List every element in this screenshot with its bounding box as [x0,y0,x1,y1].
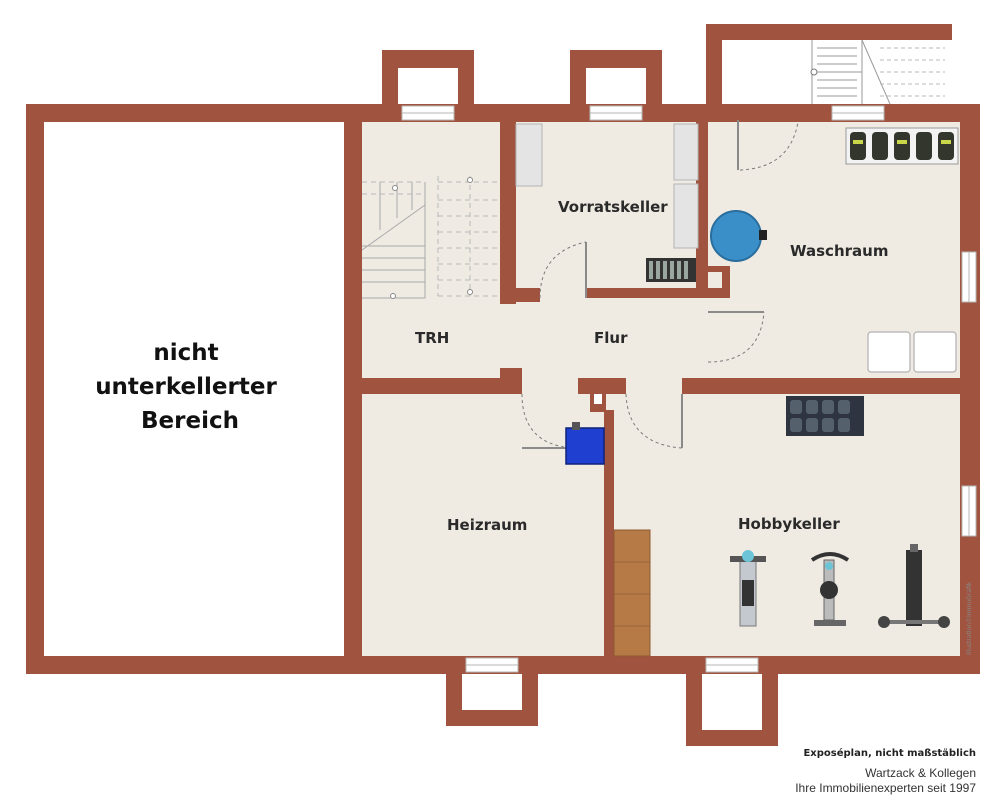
water-tank [710,210,767,262]
company-name: Wartzack & Kollegen [865,766,976,780]
door-swings [521,121,799,449]
washing-machines [867,331,957,373]
windows [401,105,977,673]
disclaimer-note: Exposéplan, nicht maßstäblich [803,748,976,759]
room-label-trh: TRH [415,329,449,347]
room-label-flur: Flur [594,329,628,347]
room-label-heizraum: Heizraum [447,516,527,534]
weight-bench [878,544,950,628]
door-leaves [522,120,764,449]
wooden-bench [613,529,651,657]
unexcavated-line-3: Bereich [141,408,239,434]
room-label-waschraum: Waschraum [790,242,888,260]
window-wells-bottom [446,674,778,746]
room-label-hobbykeller: Hobbykeller [738,515,840,533]
room-label-vorratskeller: Vorratskeller [558,198,668,216]
unexcavated-area-label: nicht unterkellerter Bereich [95,340,285,434]
illustration-credit: Illustration©ImmoGrafik [966,581,973,655]
company-tagline: Ihre Immobilienexperten seit 1997 [795,781,976,795]
unexcavated-area [26,104,362,674]
exercise-bike [810,552,850,626]
cross-trainer [730,550,766,627]
outside-stairwell [706,24,952,105]
shoe-rack [845,127,959,165]
bottle-rack [646,258,696,282]
storage-shelves [515,123,699,249]
interior-walls [360,104,962,658]
interior-stairs [361,176,500,299]
heater [565,422,605,465]
window-wells-top [382,50,662,104]
unexcavated-line-1: nicht [153,340,218,366]
dumbbell-rack [786,396,864,436]
unexcavated-line-2: unterkellerter [95,374,277,400]
